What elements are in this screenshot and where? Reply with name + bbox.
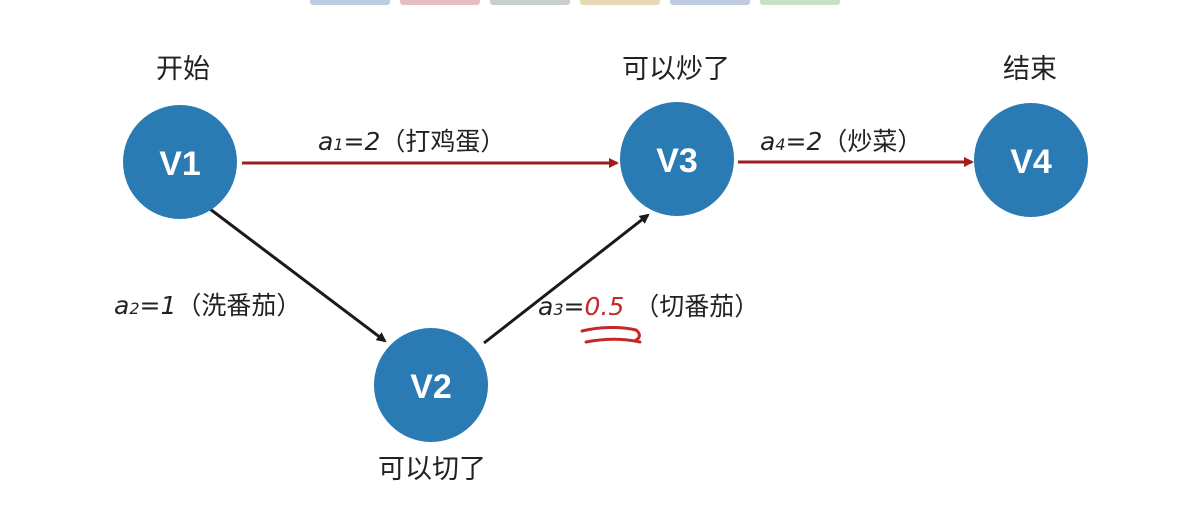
node-v3-circle <box>620 102 734 216</box>
node-v1-caption: 开始 <box>156 54 210 85</box>
edge-a3-sub: 3 <box>553 300 563 319</box>
edge-a4-task: （炒菜） <box>822 127 922 156</box>
edge-a4-var: a <box>760 127 775 156</box>
tab-swatch <box>490 0 570 5</box>
node-v4-label: V4 <box>1010 143 1052 181</box>
node-v3-caption: 可以炒了 <box>622 54 730 85</box>
node-v2-caption: 可以切了 <box>378 454 486 485</box>
node-v1: V1 <box>123 105 237 219</box>
edge-a1-sub: 1 <box>333 135 343 154</box>
edge-a1-eq: =2 <box>344 127 381 156</box>
tab-swatch <box>580 0 660 5</box>
tab-swatch <box>760 0 840 5</box>
node-v1-circle <box>123 105 237 219</box>
edge-a3-var: a <box>538 292 553 321</box>
annotation-double-underline <box>580 326 642 344</box>
tab-swatch <box>400 0 480 5</box>
node-v2-circle <box>374 328 488 442</box>
edge-a1-label: a1=2（打鸡蛋） <box>318 127 505 156</box>
edge-a4-sub: 4 <box>775 135 785 154</box>
edge-a2-label: a2=1（洗番茄） <box>114 291 301 320</box>
edge-a3-line <box>483 213 650 345</box>
node-v4-circle <box>974 103 1088 217</box>
edge-a3-value: 0.5 <box>584 292 624 321</box>
edge-a3-task: （切番茄） <box>634 292 759 321</box>
node-v4-caption: 结束 <box>1003 54 1057 85</box>
edge-a4-label: a4=2（炒菜） <box>760 127 922 156</box>
edge-a3-eq: = <box>564 292 585 321</box>
edge-a2-task: （洗番茄） <box>176 291 301 320</box>
edge-a3-label: a3=0.5 （切番茄） <box>538 292 759 321</box>
tab-swatch <box>310 0 390 5</box>
node-v3: V3 <box>620 102 734 216</box>
tab-swatch <box>670 0 750 5</box>
node-v2-label: V2 <box>410 368 452 406</box>
edge-a2-eq: =1 <box>140 291 177 320</box>
edge-a1-var: a <box>318 127 333 156</box>
node-v4: V4 <box>974 103 1088 217</box>
edge-a1-task: （打鸡蛋） <box>380 127 505 156</box>
top-tab-strip <box>310 0 840 5</box>
node-v3-label: V3 <box>656 142 698 180</box>
edge-a2-line <box>205 204 387 343</box>
node-v2: V2 <box>374 328 488 442</box>
edge-a2-sub: 2 <box>129 299 139 318</box>
edge-a2-var: a <box>114 291 129 320</box>
edge-a4-eq: =2 <box>786 127 823 156</box>
node-v1-label: V1 <box>159 145 201 183</box>
